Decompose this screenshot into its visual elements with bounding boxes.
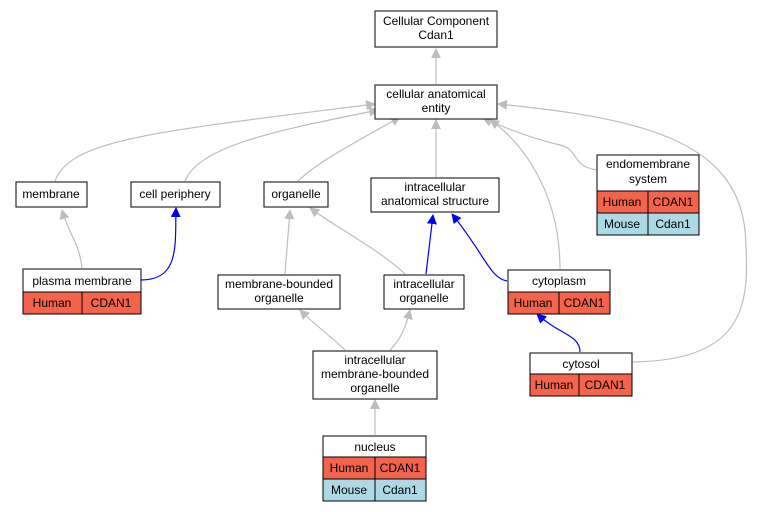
node-cellular-anatomical-entity[interactable]: cellular anatomical entity	[374, 84, 498, 120]
node-label: nucleus	[354, 440, 395, 454]
edge-pm-to-membrane	[59, 209, 83, 269]
node-label: cell periphery	[139, 187, 210, 201]
node-intracellular-membrane-bounded-organelle[interactable]: intracellular membrane-bounded organelle	[312, 350, 438, 400]
edges	[54, 48, 748, 435]
node-organelle[interactable]: organelle	[263, 181, 329, 208]
node-cytosol[interactable]: cytosol Human CDAN1	[529, 352, 633, 397]
node-label-line2: Cdan1	[418, 28, 454, 42]
node-intracellular-anatomical-structure[interactable]: intracellular anatomical structure	[370, 177, 500, 213]
edge-organelle-to-cae	[297, 116, 401, 182]
node-label-line1: membrane-bounded	[225, 277, 333, 291]
node-label-line1: intracellular	[344, 353, 405, 367]
edge-mbo-to-organelle	[284, 209, 295, 275]
node-label-line1: intracellular	[393, 277, 454, 291]
node-label: membrane	[22, 187, 80, 201]
node-label-line2: organelle	[399, 291, 449, 305]
edge-io-to-organelle	[309, 207, 406, 275]
node-label-line1: cellular anatomical	[386, 87, 485, 101]
node-label-line2: membrane-bounded	[321, 367, 429, 381]
edge-cyto-to-cae	[489, 119, 561, 270]
edge-io-to-ias	[425, 214, 437, 275]
species-label-mouse: Mouse	[604, 217, 640, 231]
node-label: cytoplasm	[532, 274, 586, 288]
node-label-line2: entity	[422, 101, 451, 115]
node-label-line1: intracellular	[404, 180, 465, 194]
gene-cell-mouse	[647, 212, 700, 236]
edge-membrane-to-cae	[54, 100, 376, 182]
node-label: cytosol	[562, 357, 599, 371]
species-label-human: Human	[603, 195, 642, 209]
node-cell-periphery[interactable]: cell periphery	[130, 181, 221, 208]
edge-cyto-to-ias	[451, 213, 508, 282]
edge-cytosol-to-cae	[497, 99, 748, 363]
node-label-line2: organelle	[254, 291, 304, 305]
gene-label-mouse: Cdan1	[655, 217, 691, 231]
node-label-line2: anatomical structure	[381, 194, 489, 208]
node-label-line1: Cellular Component	[383, 14, 490, 28]
node-plasma-membrane[interactable]: plasma membrane Human CDAN1	[22, 268, 142, 315]
node-membrane-bounded-organelle[interactable]: membrane-bounded organelle	[217, 274, 341, 310]
node-intracellular-organelle[interactable]: intracellular organelle	[383, 274, 465, 310]
gene-label-human: CDAN1	[564, 296, 605, 310]
gene-label-human: CDAN1	[91, 296, 132, 310]
node-cellular-component[interactable]: Cellular Component Cdan1	[374, 10, 498, 48]
species-label-mouse: Mouse	[331, 483, 367, 497]
edge-cytosol-to-cyto	[536, 313, 581, 353]
gene-label-human: CDAN1	[380, 461, 421, 475]
species-label-human: Human	[535, 378, 574, 392]
edge-pm-to-periphery	[140, 207, 181, 281]
node-membrane[interactable]: membrane	[15, 181, 88, 208]
gene-cell-human	[558, 291, 611, 315]
node-nucleus[interactable]: nucleus Human CDAN1 Mouse Cdan1	[322, 435, 427, 502]
species-label-human: Human	[330, 461, 369, 475]
node-cytoplasm[interactable]: cytoplasm Human CDAN1	[507, 269, 611, 315]
edge-imbo-to-mbo	[299, 309, 346, 351]
edge-periphery-to-cae	[184, 106, 379, 182]
gene-label-human: CDAN1	[653, 195, 694, 209]
gene-label-human: CDAN1	[585, 378, 626, 392]
species-label-human: Human	[514, 296, 553, 310]
edge-endo-to-cae	[482, 117, 597, 171]
node-label-line1: endomembrane	[606, 157, 690, 171]
node-label: organelle	[271, 187, 321, 201]
node-label-line3: organelle	[350, 381, 400, 395]
gene-cell-human	[578, 373, 633, 397]
gene-cell-human	[81, 291, 142, 315]
node-endomembrane-system[interactable]: endomembrane system Human CDAN1 Mouse Cd…	[596, 154, 700, 236]
species-label-human: Human	[33, 296, 72, 310]
edge-imbo-to-io	[389, 309, 413, 351]
node-label: plasma membrane	[32, 274, 132, 288]
gene-cell-mouse	[374, 478, 427, 502]
gene-label-mouse: Cdan1	[382, 483, 418, 497]
node-label-line2: system	[629, 172, 667, 186]
